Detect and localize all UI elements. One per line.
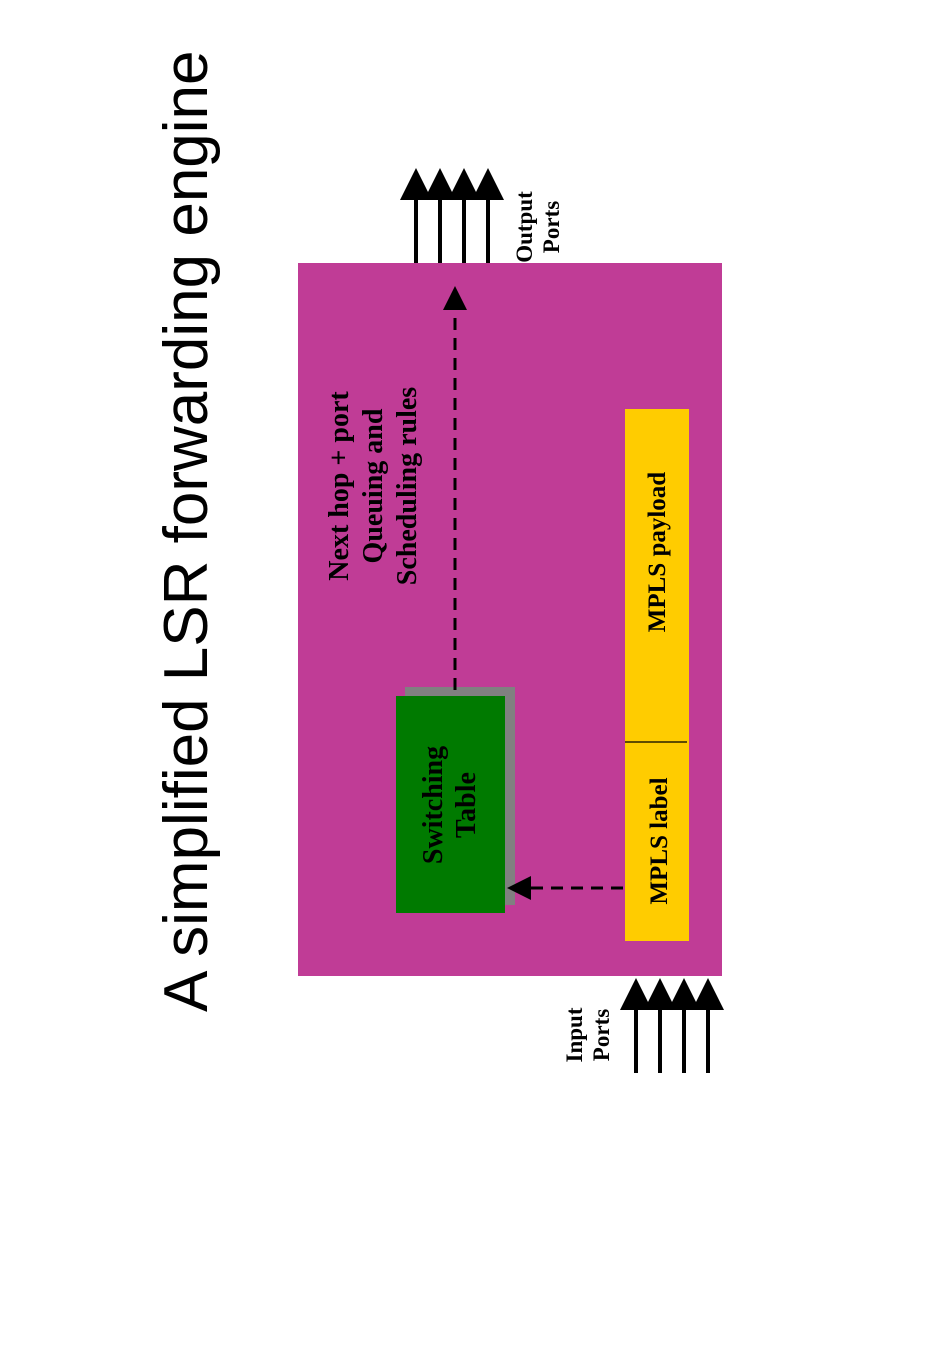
input-ports-line2: Ports [589, 1008, 614, 1062]
input-ports-line1: Input [561, 1007, 587, 1063]
output-ports-line2: Ports [539, 200, 564, 254]
input-port-arrows [620, 978, 724, 1073]
next-hop-line1: Next hop + port [323, 391, 355, 581]
switching-table-label: Switching Table [412, 725, 488, 885]
output-ports-label: Output Ports [503, 187, 573, 267]
next-hop-line2: Queuing and [357, 408, 389, 564]
next-hop-label: Next hop + port Queuing and Scheduling r… [319, 366, 429, 606]
input-ports-label: Input Ports [553, 995, 623, 1075]
next-hop-line3: Scheduling rules [392, 386, 424, 586]
mpls-label-text: MPLS label [646, 777, 673, 905]
switching-table-line1: Switching [417, 745, 449, 865]
page-title: A simplified LSR forwarding engine [152, 50, 221, 1012]
mpls-packet [625, 409, 689, 941]
output-ports-line1: Output [511, 191, 537, 263]
mpls-payload-text: MPLS payload [644, 471, 671, 633]
output-port-arrows [400, 168, 504, 263]
switching-table-line2: Table [451, 772, 482, 838]
switching-table-box [396, 696, 505, 913]
